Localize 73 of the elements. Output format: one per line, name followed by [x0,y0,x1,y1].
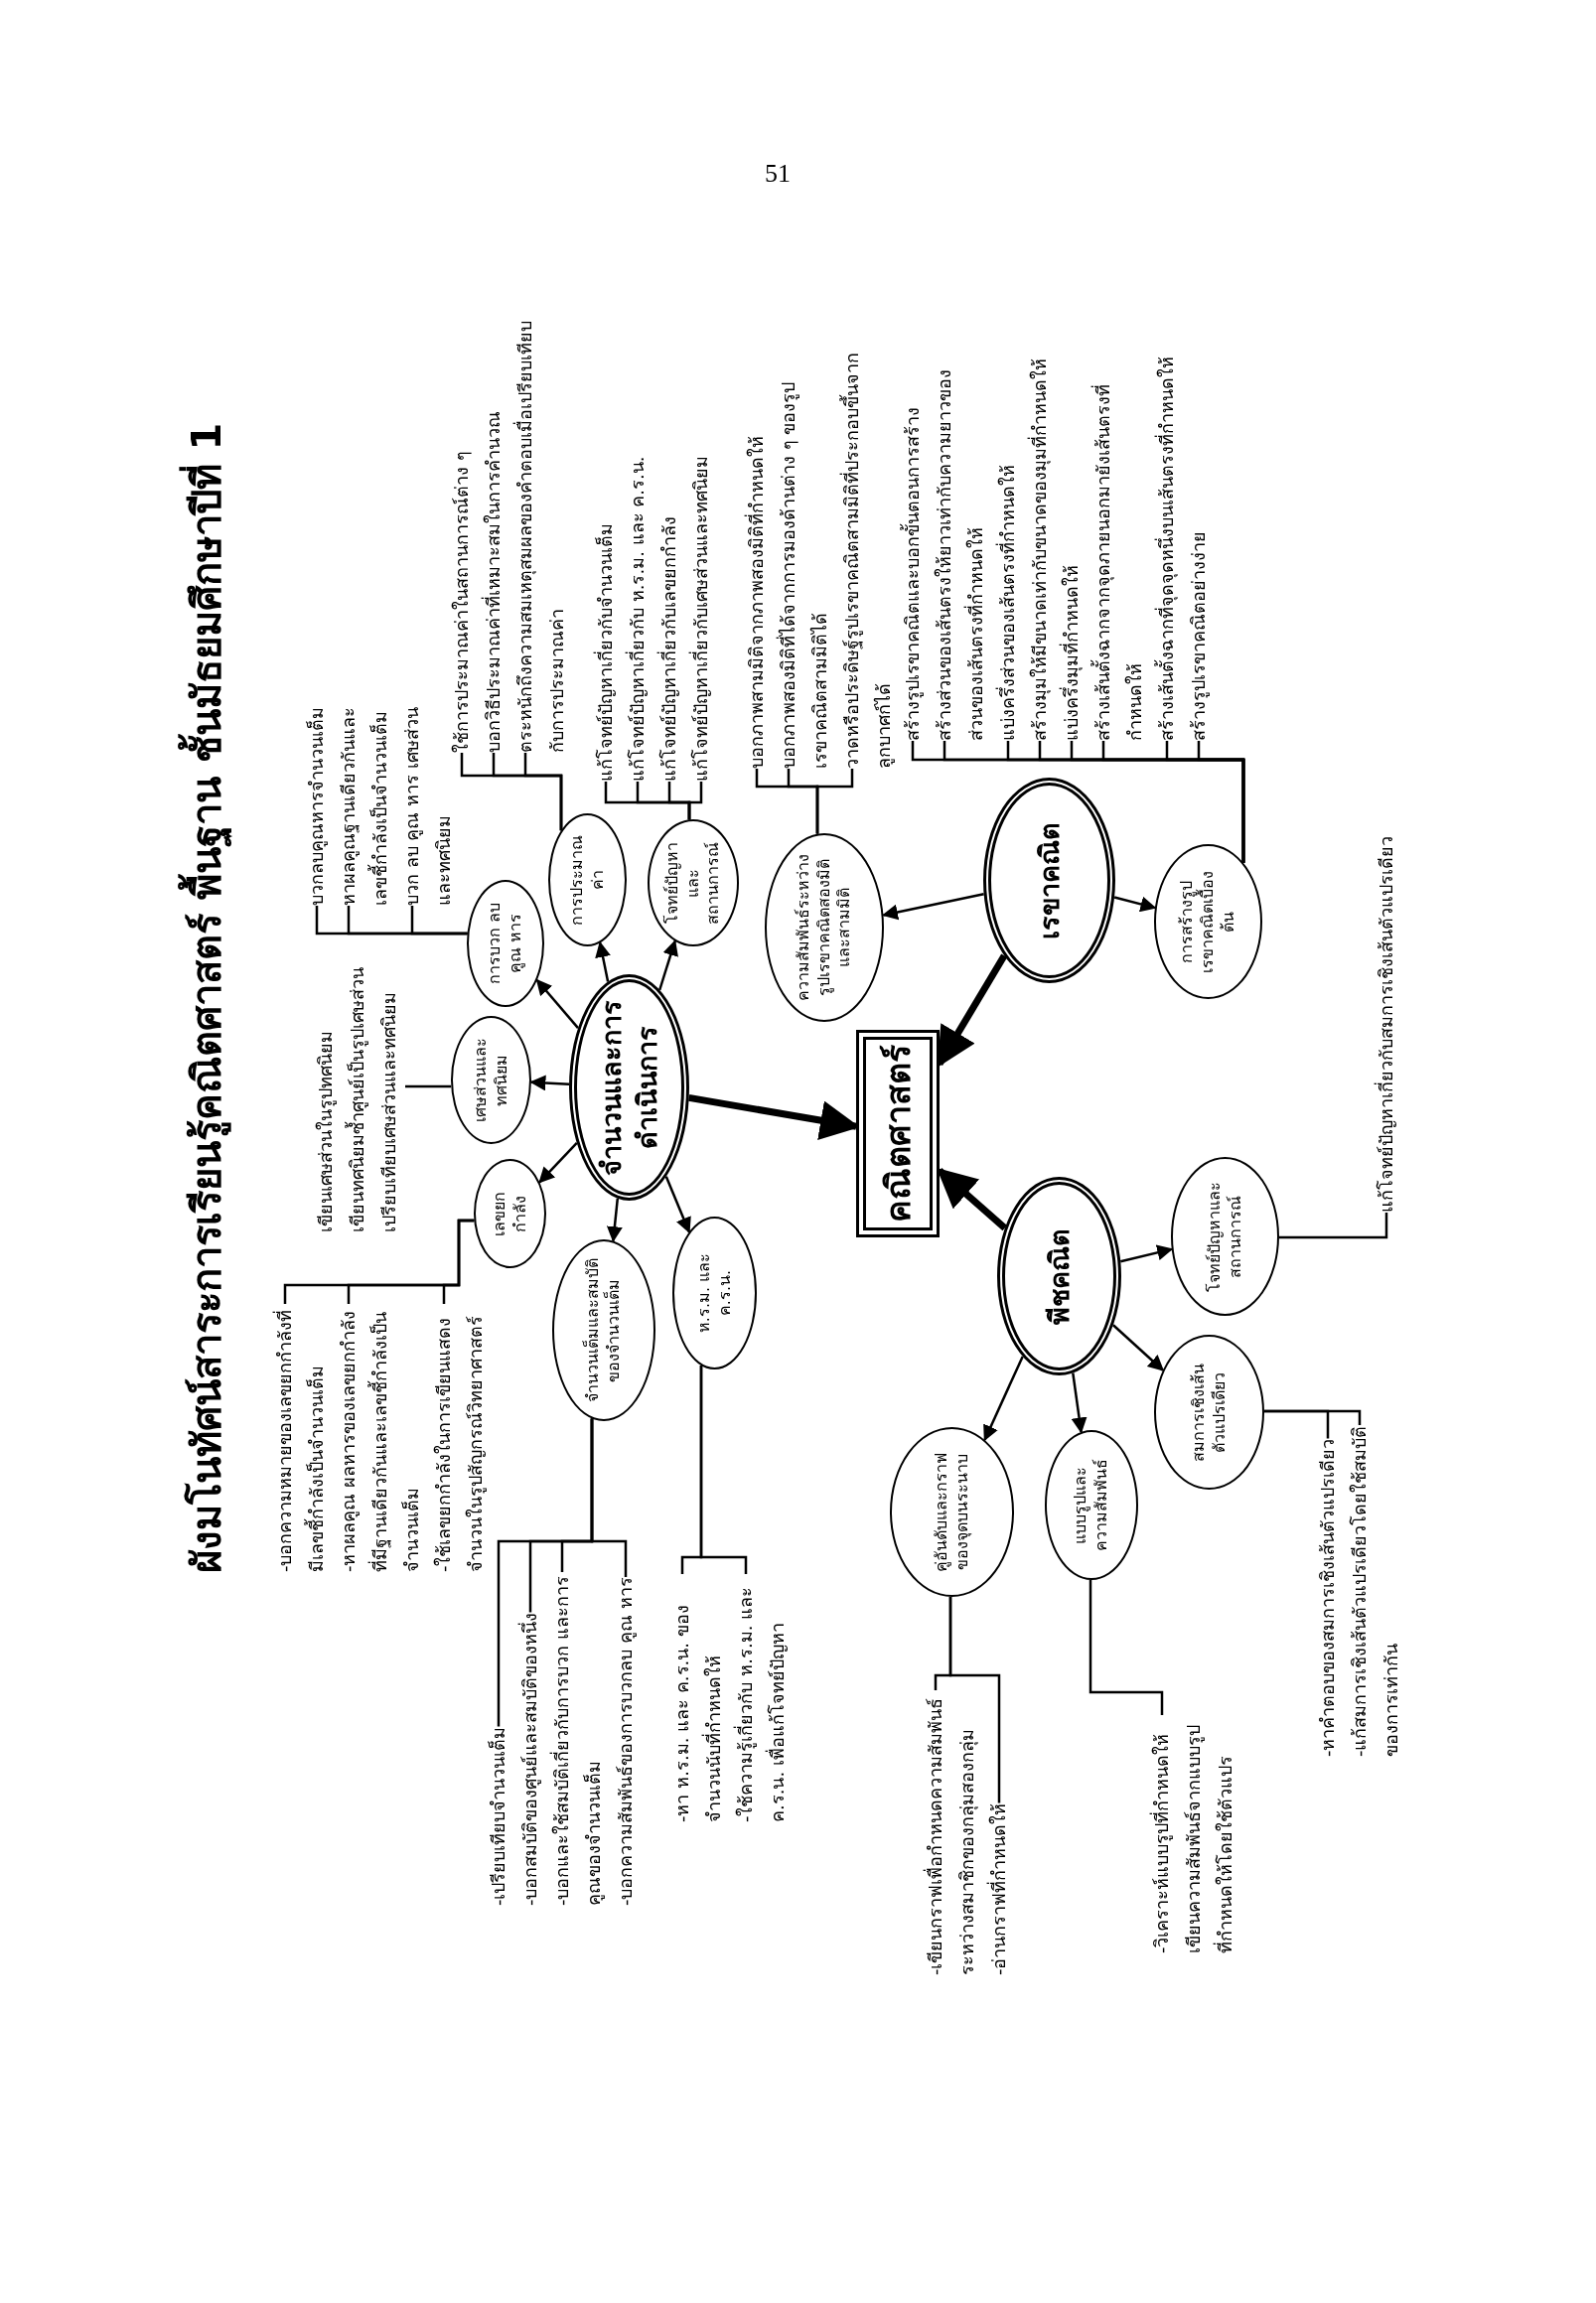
subtopic-ellipse: คู่อันดับและกราฟของจุดบนระนาบ [890,1427,1014,1597]
subtopic-ellipse: การประมาณค่า [548,813,627,946]
list-item-text: -บอกความหมายของเลขยกกำลังที่มีเลขชี้กำลังเป็นจำนวนเต็ม [269,1304,333,1572]
subtopic-ellipse: สมการเชิงเส้นตัวแปรเดียว [1154,1335,1264,1490]
connector-line [523,753,563,831]
subtopic-ellipse: เศษส่วนและทศนิยม [451,1016,531,1144]
subtopic-ellipse: ความสัมพันธ์ระหว่างรูปเรขาคณิตสองมิติและสามมิติ [765,833,884,1022]
list-item-text: สร้างรูปเรขาคณิตและบอกขั้นตอนการสร้าง [897,407,929,741]
diagram-title: ผังมโนทัศน์สาระการเรียนรู้คณิตศาสตร์ พื้นฐาน ชั้นมัธยมศึกษาปีที่ 1 [175,422,238,1574]
list-item-text: แก้โจทย์ปัญหาเกี่ยวกับเศษส่วนและทศนิยม [685,456,717,782]
subtopic-ellipse: การสร้างรูปเรขาคณิตเบื้องต้น [1154,844,1262,999]
list-item-text: -แก้สมการเชิงเส้นตัวแปรเดียวโดยใช้สมบัติของการเท่ากัน [1344,1425,1407,1757]
connector-line [405,1084,452,1088]
arrow [535,978,579,1029]
list-item-text: -ใช้เลขยกกำลังในการเขียนแสดงจำนวนในรูปสัญกรณ์วิทยาศาสตร์ [428,1304,492,1572]
page-number: 51 [765,159,791,189]
list-item-text: แก้โจทย์ปัญหาเกี่ยวกับจำนวนเต็ม [590,523,622,782]
list-item-text: ใช้การประมาณค่าในสถานการณ์ต่าง ๆ [446,451,478,753]
connector-line [442,1219,475,1304]
topic-ellipse: จำนวนและการดำเนินการ [569,974,689,1201]
list-item-text: -เขียนกราฟเพื่อกำหนดความสัมพันธ์ระหว่างสมาชิกของกลุ่มสองกลุ่ม [920,1690,983,1975]
topic-ellipse: พีชคณิต [997,1177,1121,1375]
list-item-text: -ใช้ความรู้เกี่ยวกับ ห.ร.ม. และ ค.ร.น. เพื่อแก้โจทย์ปัญหา [730,1574,794,1822]
list-item-text: บอกภาพสองมิติที่ได้จากการมองด้านต่าง ๆ ของรูปเรขาคณิตสามมิติได้ [773,332,836,769]
list-item-text: บวกลบคูณหารจำนวนเต็ม [301,707,333,906]
list-item-text: -บอกความสัมพันธ์ของการบวกลบ คูณ หาร [610,1577,642,1906]
arrow [1071,1372,1088,1434]
list-item-text: -เปรียบเทียบจำนวนเต็ม [483,1726,514,1906]
list-item-text: บอกวิธีประมาณค่าที่เหมาะสมในการคำนวณ [478,411,509,753]
connector-line [699,1366,748,1574]
list-item-text: เขียนเศษส่วนในรูปทศนิยม [314,1030,338,1232]
subtopic-ellipse: ห.ร.ม. และ ค.ร.น. [672,1217,757,1369]
list-item-text: แก้โจทย์ปัญหาเกี่ยวกับเลขยกกำลัง [653,516,685,782]
connector-line [1088,1580,1164,1715]
list-item-text: -หาคำตอบของสมการเชิงเส้นตัวแปรเดียว [1312,1438,1344,1757]
list-item-text: -หาผลคูณ ผลหารของเลขยกกำลังที่มีฐานเดียวกันและเลขชี้กำลังเป็นจำนวนเต็ม [333,1304,428,1572]
list-item-text: -วิเคราะห์แบบรูปที่กำหนดให้ เขียนความสัมพันธ์จากแบบรูปที่กำหนดให้โดยใช้ตัวแปร [1146,1715,1241,1953]
list-item-text: แบ่งครึ่งมุมที่กำหนดให้ [1056,565,1088,741]
list-item-text: สร้างเส้นตั้งฉากที่จุดจุดหนึ่งบนเส้นตรงที่กำหนดให้ [1151,357,1183,741]
list-item-text: บอกภาพสามมิติจากภาพสองมิติที่กำหนดให้ [741,436,773,769]
list-item-text: เปรียบเทียบเศษส่วนและทศนิยม [377,991,400,1232]
list-item-text: -หา ห.ร.ม. และ ค.ร.น. ของจำนวนนับที่กำหนดให้ [666,1574,730,1822]
list-item-text: แก้โจทย์ปัญหาเกี่ยวกับสมการเชิงเส้นตัวแปรเดียว [1371,836,1402,1213]
list-item-text: แก้โจทย์ปัญหาเกี่ยวกับ ห.ร.ม. และ ค.ร.น. [622,456,653,782]
list-item-text: -บอกและใช้สมบัติเกี่ยวกับการบวก และการคูณของจำนวนเต็ม [546,1572,610,1906]
subtopic-ellipse: จำนวนเต็มและสมบัติของจำนวนเต็ม [552,1239,655,1421]
list-item-text: สร้างเส้นตั้งฉากจากจุดภายนอกมายังเส้นตรงที่กำหนดให้ [1088,344,1151,741]
subtopic-ellipse: โจทย์ปัญหาและสถานการณ์ [648,819,739,946]
list-item-text: ตระหนักถึงความสมเหตุสมผลของคำตอบเมื่อเปรียบเทียบกับการประมาณค่า [509,316,573,753]
subtopic-ellipse: การบวก ลบ คูณ หาร [467,880,544,1007]
list-item-text: เขียนทศนิยมซ้ำศูนย์เป็นรูปเศษส่วน [344,967,369,1232]
connector-line [1279,1213,1388,1239]
topic-ellipse: เรขาคณิต [983,778,1115,983]
list-item-text: แบ่งครึ่งส่วนของเส้นตรงที่กำหนดให้ [992,465,1024,741]
list-item-text: สร้างส่วนของเส้นตรงให้ยาวเท่ากับความยาวของส่วนของเส้นตรงที่กำหนดให้ [929,344,992,741]
subtopic-ellipse: แบบรูปและความสัมพันธ์ [1045,1430,1138,1580]
connector-line [948,1597,1001,1803]
connector-line [590,1418,628,1577]
connector-line [687,782,703,820]
list-item-text: หาผลคูณฐานเดียวกันและเลขชี้กำลังเป็นจำนวนเต็ม [333,692,396,906]
connector-line [410,906,468,936]
list-item-text: -บอกสมบัติของศูนย์และสมบัติของหนึ่ง [514,1612,546,1906]
arrow [606,1198,623,1243]
list-item-text: สร้างมุมให้มีขนาดเท่ากับขนาดของมุมที่กำหนดให้ [1024,359,1056,741]
list-item-text: -อ่านกราฟที่กำหนดให้ [983,1802,1015,1975]
connector-line [1264,1409,1362,1425]
connector-line [815,769,854,834]
list-item-text: วาดหรือประดิษฐ์รูปเรขาคณิตสามมิติที่ประกอบขึ้นจากลูกบาศก์ได้ [836,332,900,769]
subtopic-ellipse: เลขยกกำลัง [474,1159,546,1268]
subtopic-ellipse: โจทย์ปัญหาและสถานการณ์ [1171,1157,1279,1316]
list-item-text: สร้างรูปเรขาคณิตอย่างง่าย [1183,531,1215,741]
central-topic-box: คณิตศาสตร์ [856,1030,940,1237]
arrow [529,1075,570,1091]
